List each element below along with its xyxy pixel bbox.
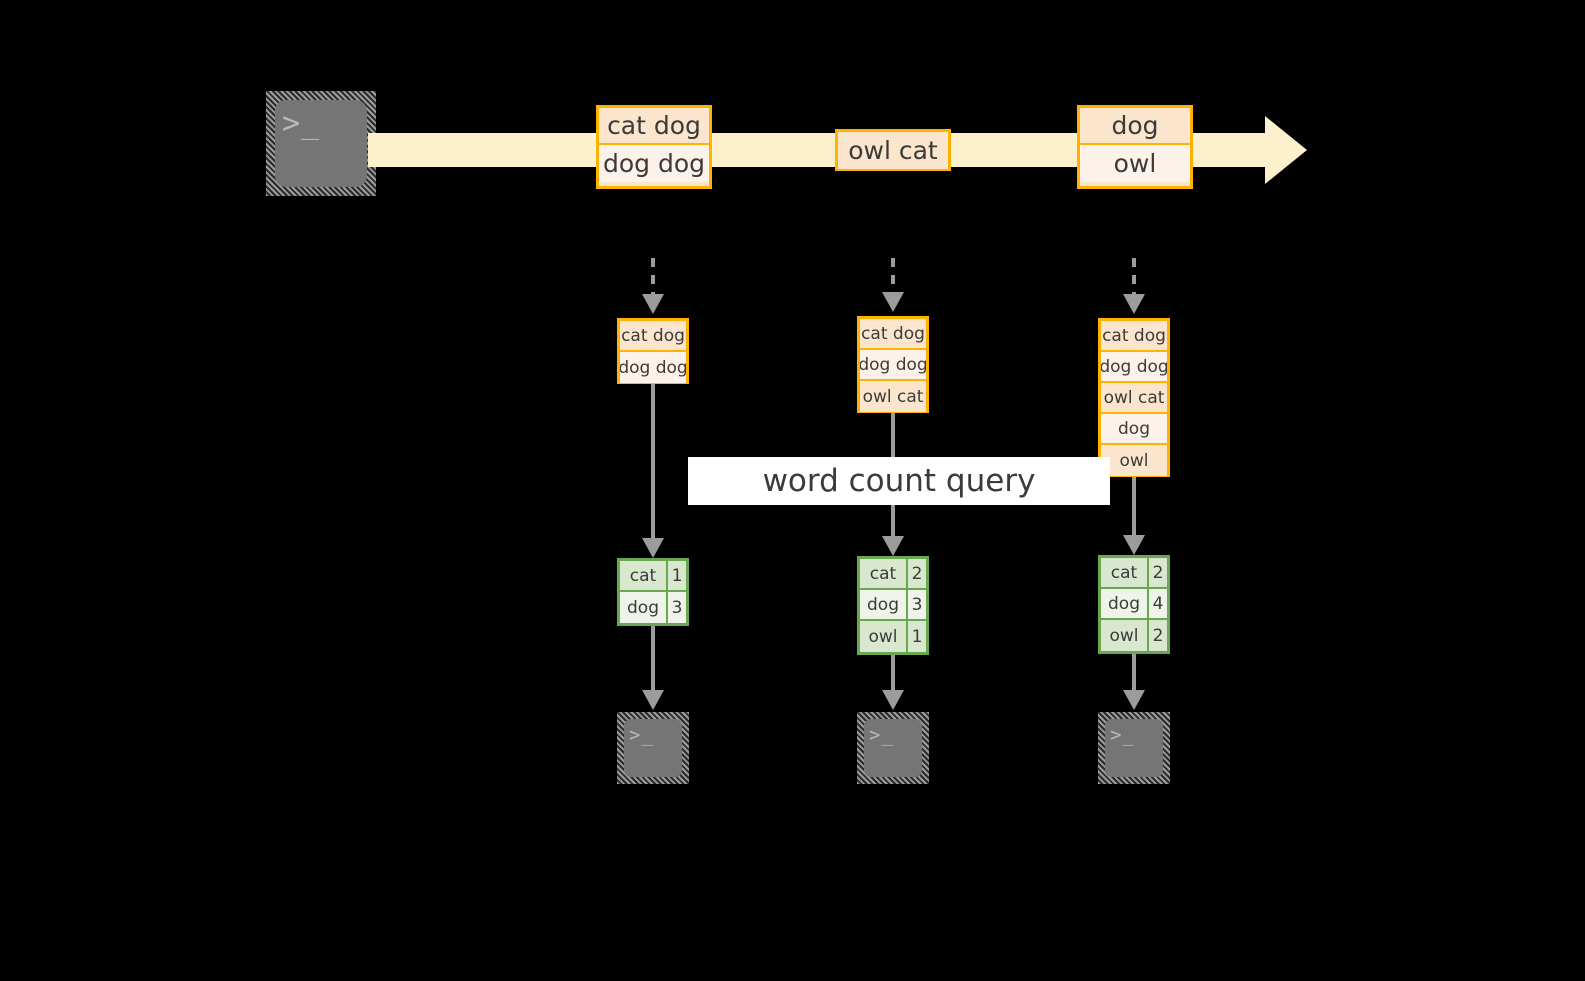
state-row: dog [1101,414,1167,445]
state-row: owl cat [1101,383,1167,414]
word-count-table-1: cat 1 dog 3 [617,558,689,626]
state-row: owl [1101,445,1167,476]
table-row: cat 2 [1101,558,1167,589]
table-row: cat 2 [860,559,926,590]
word-cell: dog [860,590,908,619]
stream-event-row: owl cat [838,132,948,169]
sink-terminal-icon-2: >_ [857,712,929,784]
table-row: dog 3 [860,590,926,621]
result-to-sink-connector-3 [1132,654,1136,694]
stream-event-row: owl [1080,145,1190,182]
stream-to-state-connector-1 [651,258,655,300]
word-count-table-3: cat 2 dog 4 owl 2 [1098,555,1170,654]
source-terminal-icon: >_ [266,91,376,196]
stream-event-row: cat dog [599,108,709,145]
state-to-result-arrowhead-1 [642,538,664,558]
count-cell: 1 [911,626,923,647]
input-stream-arrowhead [1265,116,1307,184]
word-cell: dog [1101,589,1149,618]
terminal-prompt-glyph: >_ [282,106,321,141]
stream-event-row: dog [1080,108,1190,145]
word-cell: cat [620,561,668,590]
state-row: owl cat [860,381,926,412]
stream-event-box: dog owl [1077,105,1193,189]
count-cell: 4 [1152,593,1164,614]
query-label-band: word count query [688,457,1110,505]
stream-event-box: owl cat [835,129,951,171]
word-cell: owl [1101,620,1149,651]
stream-to-state-arrowhead-1 [642,294,664,314]
state-row: dog dog [620,352,686,383]
stream-to-state-arrowhead-2 [882,292,904,312]
stream-to-state-connector-3 [1132,258,1136,300]
word-cell: dog [620,592,668,623]
result-to-sink-arrowhead-2 [882,690,904,710]
accumulated-state-box-3: cat dog dog dog owl cat dog owl [1098,318,1170,477]
accumulated-state-box-1: cat dog dog dog [617,318,689,384]
accumulated-state-box-2: cat dog dog dog owl cat [857,316,929,413]
word-cell: cat [860,559,908,588]
terminal-screen [864,719,922,777]
terminal-prompt-glyph: >_ [869,724,894,746]
table-row: owl 1 [860,621,926,652]
terminal-prompt-glyph: >_ [1110,724,1135,746]
stream-to-state-arrowhead-3 [1123,294,1145,314]
state-row: cat dog [860,319,926,350]
result-to-sink-connector-2 [891,655,895,694]
count-cell: 2 [911,563,923,584]
count-cell: 2 [1152,562,1164,583]
table-row: cat 1 [620,561,686,592]
count-cell: 3 [671,597,683,618]
table-row: dog 4 [1101,589,1167,620]
word-count-table-2: cat 2 dog 3 owl 1 [857,556,929,655]
count-cell: 1 [671,565,683,586]
state-row: dog dog [860,350,926,381]
terminal-screen [1105,719,1163,777]
result-to-sink-connector-1 [651,626,655,694]
state-to-result-arrowhead-3 [1123,535,1145,555]
stream-event-box: cat dog dog dog [596,105,712,189]
state-row: cat dog [1101,321,1167,352]
state-to-result-connector-3 [1132,477,1136,545]
table-row: dog 3 [620,592,686,623]
terminal-prompt-glyph: >_ [629,724,654,746]
state-row: cat dog [620,321,686,352]
word-cell: owl [860,621,908,652]
sink-terminal-icon-1: >_ [617,712,689,784]
word-cell: cat [1101,558,1149,587]
stream-event-row: dog dog [599,145,709,182]
state-to-result-connector-1 [651,384,655,548]
result-to-sink-arrowhead-3 [1123,690,1145,710]
result-to-sink-arrowhead-1 [642,690,664,710]
sink-terminal-icon-3: >_ [1098,712,1170,784]
query-label: word count query [762,463,1036,499]
state-row: dog dog [1101,352,1167,383]
count-cell: 2 [1152,625,1164,646]
state-to-result-arrowhead-2 [882,536,904,556]
table-row: owl 2 [1101,620,1167,651]
stream-to-state-connector-2 [891,258,895,298]
terminal-screen [624,719,682,777]
count-cell: 3 [911,594,923,615]
terminal-screen [275,100,367,187]
